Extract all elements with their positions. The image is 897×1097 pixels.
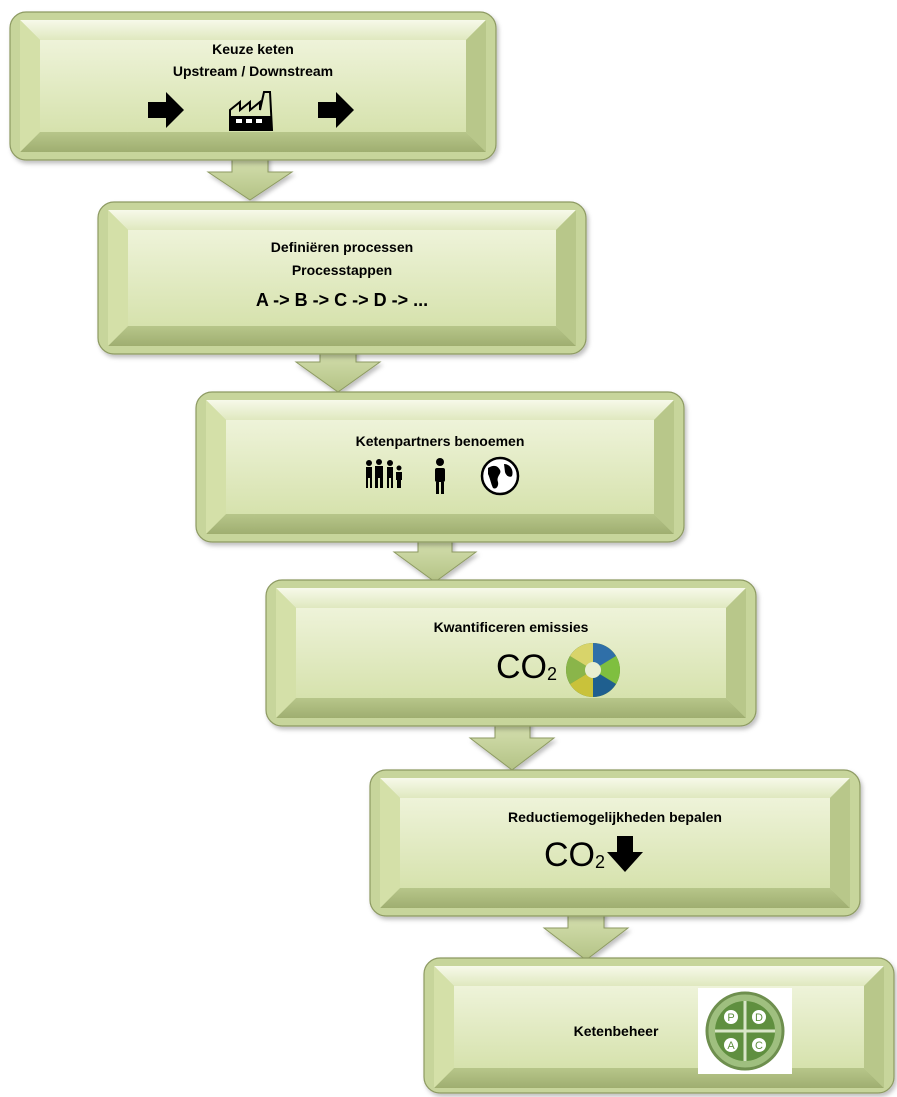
step-5-title: Reductiemogelijkheden bepalen [508,809,722,825]
pdca-d: D [755,1012,763,1024]
person-icon [435,458,445,494]
globe-icon [480,456,520,496]
pdca-p: P [727,1012,734,1024]
step-1-title: Keuze keten [212,41,294,57]
pdca-a: A [727,1040,735,1052]
step-box-5 [369,769,861,917]
step-box-2 [97,201,587,355]
step-box-1 [9,11,497,161]
co2-label: CO2 [544,836,606,874]
pdca-cycle-icon: P D A C [698,988,792,1074]
down-arrow-icon [607,836,643,872]
factory-icon [229,91,274,131]
pdca-c: C [755,1040,763,1052]
step-3-title: Ketenpartners benoemen [355,433,525,449]
step-box-4 [265,579,757,727]
step-4-title: Kwantificeren emissies [433,619,589,635]
step-2-title: Definiëren processen [270,239,414,255]
recycling-circle-icon [566,643,620,697]
step-2-subtitle: Processtappen [291,262,393,278]
step-2-process-line: A -> B -> C -> D -> ... [255,290,429,310]
co2-label: CO2 [496,648,558,686]
right-arrow-icon [148,92,184,128]
group-people-icon [366,459,402,488]
step-6-title: Ketenbeheer [573,1023,659,1039]
right-arrow-icon [318,92,354,128]
step-box-3 [195,391,685,543]
step-1-subtitle: Upstream / Downstream [172,63,334,79]
